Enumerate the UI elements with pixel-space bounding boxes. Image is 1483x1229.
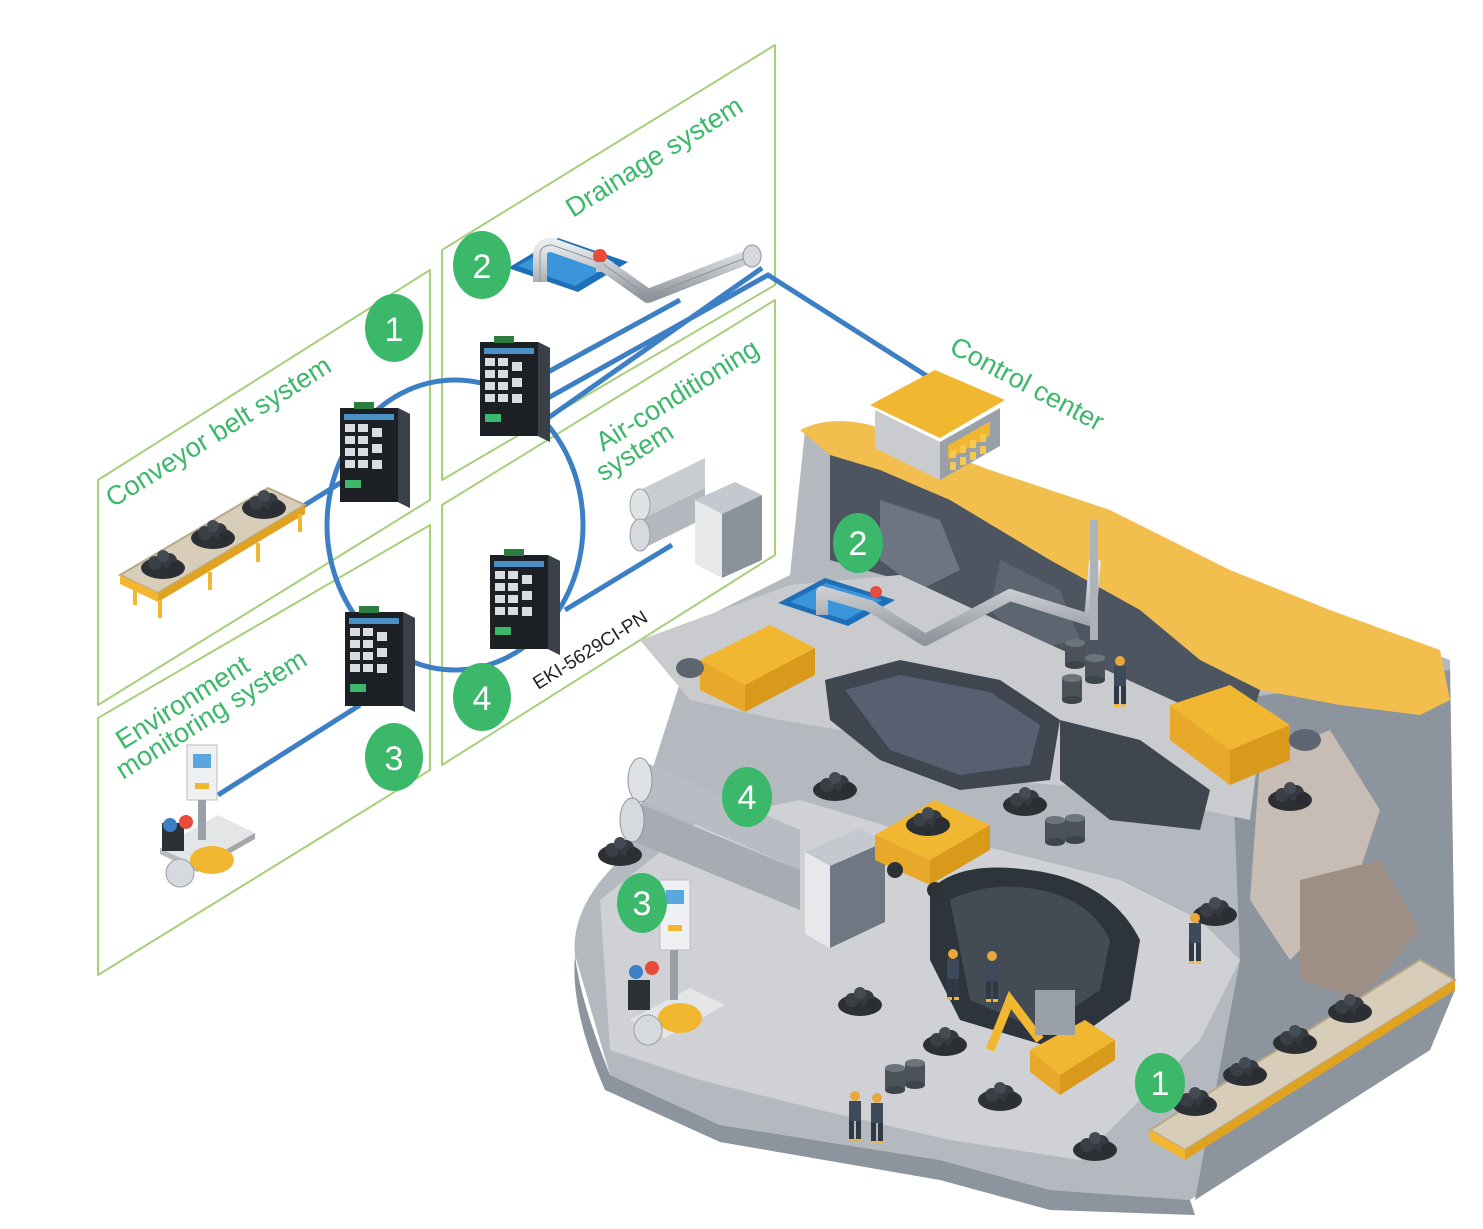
dump-truck bbox=[875, 800, 990, 898]
mine-site-illustration bbox=[574, 370, 1457, 1215]
scene-air-ducts bbox=[619, 757, 885, 948]
panel-badge-3: 3 bbox=[365, 723, 423, 791]
link-environment bbox=[216, 702, 362, 798]
link-air-conditioning bbox=[563, 542, 674, 613]
panel-badge-2: 2 bbox=[453, 231, 511, 299]
roadheader-left bbox=[676, 625, 815, 712]
link-drainage bbox=[546, 297, 682, 375]
panel-conveyor-belt bbox=[97, 269, 431, 706]
scene-gas-monitor bbox=[628, 879, 725, 1046]
panel-badge-4: 4 bbox=[453, 663, 511, 731]
scene-drainage-pipe bbox=[778, 520, 1101, 646]
network-links bbox=[216, 265, 932, 798]
switch-environment-node bbox=[345, 606, 415, 712]
surface-sand-layer bbox=[800, 421, 1450, 715]
svg-text:4: 4 bbox=[738, 779, 757, 817]
mine-marker-2: 2 bbox=[833, 513, 883, 573]
mine-marker-3: 3 bbox=[617, 873, 667, 933]
link-control-center-b bbox=[546, 265, 764, 421]
control-center-building bbox=[870, 370, 1005, 480]
switch-conveyor-node bbox=[340, 402, 410, 508]
ring-network bbox=[324, 377, 586, 673]
link-conveyor bbox=[298, 477, 347, 511]
svg-text:3: 3 bbox=[385, 740, 404, 778]
upper-pit-right bbox=[1060, 720, 1210, 830]
link-control-center-a bbox=[546, 272, 932, 401]
panel-badge-1: 1 bbox=[365, 294, 423, 362]
scene-conveyor-belt bbox=[1148, 958, 1457, 1160]
switch-drainage-node bbox=[480, 336, 550, 442]
svg-text:1: 1 bbox=[385, 311, 404, 349]
mine-marker-1: 1 bbox=[1135, 1053, 1185, 1113]
air-duct-icon bbox=[629, 458, 762, 578]
mine-marker-4: 4 bbox=[722, 767, 772, 827]
svg-text:4: 4 bbox=[473, 680, 492, 718]
svg-text:2: 2 bbox=[473, 248, 492, 286]
conveyor-belt-icon bbox=[117, 486, 308, 618]
excavator bbox=[985, 990, 1115, 1095]
svg-text:2: 2 bbox=[849, 525, 868, 563]
control-center-label: Control center bbox=[945, 331, 1109, 437]
svg-text:3: 3 bbox=[633, 885, 652, 923]
drainage-pipe-icon bbox=[508, 238, 762, 303]
switch-air-conditioning-node bbox=[490, 549, 560, 655]
svg-text:1: 1 bbox=[1151, 1065, 1170, 1103]
gas-monitor-pump-icon bbox=[160, 744, 255, 888]
roadheader-right bbox=[1170, 685, 1321, 785]
